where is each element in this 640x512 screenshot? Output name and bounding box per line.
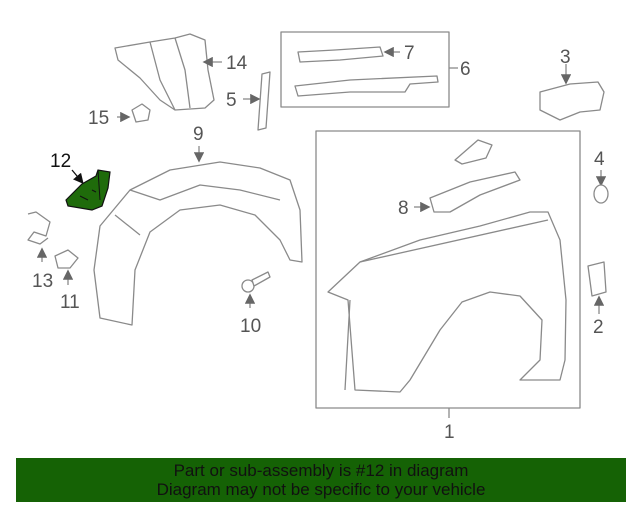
callout-11: 11 <box>60 292 80 313</box>
callout-10: 10 <box>240 316 261 337</box>
callout-5: 5 <box>226 90 237 111</box>
banner-line-2: Diagram may not be specific to your vehi… <box>156 480 486 499</box>
part-1-fender[interactable] <box>327 211 567 393</box>
callout-3: 3 <box>560 47 571 68</box>
callout-4: 4 <box>594 149 605 170</box>
part-10-bolt[interactable] <box>241 271 271 293</box>
part-7-reinforcement[interactable] <box>297 46 384 63</box>
callout-14: 14 <box>226 53 248 74</box>
callout-7: 7 <box>404 43 415 64</box>
part-12-bracket-highlighted[interactable] <box>65 169 111 211</box>
part-6-group-box <box>280 31 450 108</box>
callout-6: 6 <box>460 59 471 80</box>
part-3-support-bracket[interactable] <box>539 81 605 121</box>
callout-13: 13 <box>32 271 53 292</box>
callout-1: 1 <box>444 422 455 443</box>
callout-8: 8 <box>398 198 409 219</box>
callout-2: 2 <box>593 317 604 338</box>
part-2-trim[interactable] <box>587 261 607 297</box>
part-1-group-box <box>315 130 581 409</box>
banner-line-1: Part or sub-assembly is #12 in diagram <box>173 461 469 480</box>
part-8-bracket[interactable] <box>429 139 521 213</box>
part-11-clip[interactable] <box>54 249 79 269</box>
part-9-wheelhouse-liner[interactable] <box>93 161 303 326</box>
part-6-reinforcement-lower[interactable] <box>294 75 439 97</box>
part-14-liner-segment[interactable] <box>114 33 215 111</box>
part-13-wire-clip[interactable] <box>27 211 51 245</box>
part-5-bracket[interactable] <box>257 71 271 131</box>
callout-9: 9 <box>193 124 204 145</box>
part-info-banner: Part or sub-assembly is #12 in diagram D… <box>16 458 626 502</box>
callout-12: 12 <box>50 151 71 172</box>
callout-15: 15 <box>88 108 109 129</box>
part-15-push-pin[interactable] <box>131 103 151 123</box>
part-4-plug[interactable] <box>593 184 609 204</box>
callout-line-12 <box>71 169 84 184</box>
